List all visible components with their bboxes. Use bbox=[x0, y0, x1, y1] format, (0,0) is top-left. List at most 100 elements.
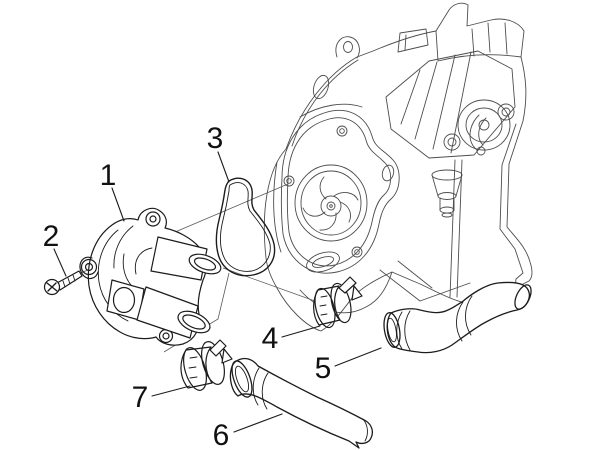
flange-side-boss bbox=[381, 164, 395, 182]
pump-flange-inner bbox=[286, 117, 392, 267]
clamp-front-tab bbox=[338, 276, 363, 301]
engine-inner-details bbox=[273, 22, 524, 314]
clamp-rear-slots bbox=[188, 356, 198, 379]
pump-outlet-lower-bore bbox=[182, 314, 206, 330]
callout-label-6: 6 bbox=[213, 419, 230, 450]
straight-hose-end-left bbox=[231, 360, 253, 398]
pump-outlet-upper-bore bbox=[193, 257, 217, 271]
clamp-front-slots bbox=[319, 295, 328, 316]
gasket-outer-line bbox=[215, 177, 276, 277]
bypass-pipe-end bbox=[476, 146, 486, 156]
elbow-hose-end-right bbox=[514, 284, 532, 310]
clamp-rear-band bbox=[180, 346, 213, 389]
straight-hose-body bbox=[229, 357, 373, 449]
part-straight-hose bbox=[229, 357, 373, 449]
impeller-recess-inner bbox=[300, 170, 362, 236]
callout-label-3: 3 bbox=[207, 122, 224, 155]
impeller-bolt-center bbox=[329, 204, 333, 208]
leader-line-5 bbox=[334, 347, 382, 367]
drain-funnel-neck bbox=[437, 192, 457, 200]
part-water-pump-cover bbox=[79, 207, 222, 346]
clamp-rear-ring-left bbox=[183, 347, 207, 391]
straight-hose-bore-left bbox=[234, 365, 250, 393]
engine-mount-lug bbox=[335, 36, 360, 59]
pump-outlet-upper-end bbox=[188, 253, 222, 275]
bolt-cap-right bbox=[497, 103, 515, 121]
pump-cover-left-ear bbox=[79, 256, 99, 280]
drain-funnel-spout bbox=[439, 206, 455, 214]
clamp-front-ring-right bbox=[330, 282, 352, 324]
part-hose-clamp-rear bbox=[180, 339, 233, 391]
callout-labels: 1 2 3 4 5 6 7 bbox=[43, 122, 332, 450]
leader-line-2 bbox=[53, 248, 67, 277]
leader-line-4 bbox=[281, 325, 321, 338]
leader-line-1 bbox=[111, 187, 125, 222]
case-oval-slot bbox=[306, 251, 340, 273]
engine-crankcase bbox=[263, 2, 533, 332]
impeller-hub bbox=[320, 195, 342, 217]
end-cap-outer-ring bbox=[457, 99, 511, 151]
engine-dome-oval-hole bbox=[312, 74, 330, 100]
impeller-recess-outer bbox=[294, 164, 368, 242]
engine-outline bbox=[263, 2, 533, 332]
pump-cover-boss-bore bbox=[112, 286, 136, 314]
straight-hose-bead-rings bbox=[252, 367, 269, 410]
flange-bolt-hole-left bbox=[283, 175, 295, 187]
bolt-cap-left-center bbox=[447, 137, 457, 147]
callout-leader-lines bbox=[53, 151, 382, 433]
engine-mount-lug-hole bbox=[343, 41, 353, 53]
starter-motor-block bbox=[385, 50, 516, 159]
pump-cover-ear-hole-top-inner bbox=[149, 215, 157, 223]
elbow-hose-bore-left bbox=[387, 317, 397, 343]
end-cap-inner-ring bbox=[465, 107, 503, 143]
pump-outlet-lower-end bbox=[177, 310, 211, 334]
part-gasket-ring bbox=[215, 177, 276, 277]
pump-flange-outer bbox=[280, 109, 400, 274]
elbow-hose-body bbox=[386, 281, 530, 354]
impeller-blades bbox=[302, 176, 359, 231]
part-screw bbox=[43, 270, 83, 296]
pump-cover-ear-hole-bottom-inner bbox=[162, 332, 170, 340]
drain-funnel-top bbox=[431, 169, 463, 181]
callout-label-2: 2 bbox=[43, 220, 60, 253]
part-hose-clamp-front bbox=[313, 276, 363, 329]
flange-bolt-hole-top bbox=[336, 125, 348, 137]
callout-label-7: 7 bbox=[132, 381, 149, 414]
screw-phillips-cross bbox=[46, 282, 58, 292]
screw-threads bbox=[62, 274, 76, 288]
bolt-cap-right-center bbox=[501, 107, 511, 117]
flange-bolt-hole-bottom-inner bbox=[354, 249, 360, 255]
flange-bolt-hole-bottom bbox=[351, 246, 363, 258]
pump-outlet-upper-tube bbox=[150, 236, 208, 281]
clamp-front-ring-left bbox=[314, 287, 336, 329]
flange-bolt-hole-left-inner bbox=[286, 178, 292, 184]
impeller-bolt bbox=[326, 201, 336, 211]
pump-cover-ear-hole-top bbox=[145, 211, 161, 227]
drain-funnel-tip bbox=[441, 212, 453, 218]
callout-label-5: 5 bbox=[315, 352, 332, 385]
pump-cover-volute-curves bbox=[97, 225, 153, 322]
part-elbow-hose bbox=[383, 281, 532, 354]
bolt-cap-left bbox=[443, 133, 461, 151]
case-oval-slot-inner bbox=[311, 256, 335, 268]
pump-cover-ear-hole-left-inner bbox=[84, 262, 94, 272]
drain-funnel bbox=[431, 174, 463, 211]
elbow-hose-end-left bbox=[383, 312, 401, 348]
elbow-hose-bead-rings bbox=[396, 295, 473, 351]
screw-shank bbox=[56, 270, 83, 291]
straight-hose-end-cut bbox=[362, 418, 368, 442]
bypass-pipe bbox=[469, 114, 487, 151]
callout-label-4: 4 bbox=[262, 322, 279, 355]
pump-cover-ear-hole-left bbox=[80, 258, 98, 276]
leader-line-7 bbox=[151, 385, 191, 397]
leader-line-3 bbox=[217, 151, 230, 183]
starter-motor-hatching bbox=[400, 51, 472, 154]
engine-top-bracket bbox=[397, 28, 429, 53]
leader-line-6 bbox=[233, 413, 283, 433]
clamp-rear-tab bbox=[209, 339, 233, 364]
callout-label-1: 1 bbox=[100, 159, 117, 192]
gasket-inner-line bbox=[219, 182, 271, 272]
water-pump-impeller bbox=[294, 164, 368, 242]
